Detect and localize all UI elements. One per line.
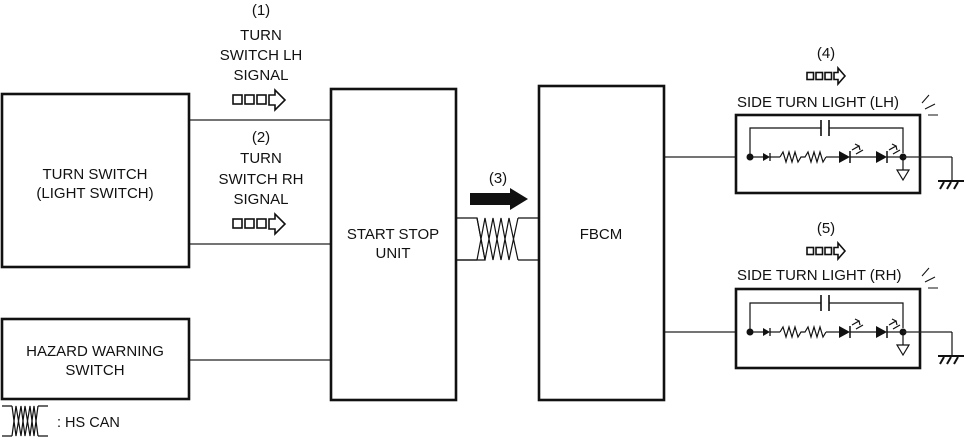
- side-turn-light-rh-label: SIDE TURN LIGHT (RH): [737, 267, 901, 284]
- turn-switch-label-1: TURN SWITCH: [43, 166, 148, 183]
- discrete-signal-arrow-icon: [232, 213, 286, 235]
- signal-2: (2) TURN SWITCH RH SIGNAL: [219, 129, 304, 235]
- hazard-label-2: SWITCH: [65, 362, 124, 379]
- discrete-signal-arrow-icon: [806, 67, 846, 85]
- signal-5-number: (5): [817, 220, 835, 237]
- side-turn-light-lh-label: SIDE TURN LIGHT (LH): [737, 94, 899, 111]
- signal-3: (3): [456, 170, 539, 261]
- discrete-signal-arrow-icon: [232, 89, 286, 111]
- fbcm-block: FBCM: [537, 84, 666, 402]
- start-stop-label-1: START STOP: [347, 226, 439, 243]
- signal-1-line-1: TURN: [240, 27, 282, 44]
- start-stop-label-2: UNIT: [376, 245, 411, 262]
- signal-2-line-2: SWITCH RH: [219, 171, 304, 188]
- legend-text: : HS CAN: [57, 415, 120, 431]
- signal-2-line-1: TURN: [240, 150, 282, 167]
- turn-switch-block: TURN SWITCH (LIGHT SWITCH): [0, 92, 191, 269]
- signal-1-line-2: SWITCH LH: [220, 47, 303, 64]
- signal-3-number: (3): [489, 170, 507, 187]
- signal-1: (1) TURN SWITCH LH SIGNAL: [220, 2, 303, 111]
- side-turn-light-lh: SIDE TURN LIGHT (LH): [734, 94, 965, 195]
- hazard-label-1: HAZARD WARNING: [26, 343, 164, 360]
- start-stop-unit-block: START STOP UNIT: [329, 87, 458, 402]
- signal-4-number: (4): [817, 45, 835, 62]
- signal-1-number: (1): [252, 2, 270, 19]
- can-arrow-icon: [470, 188, 528, 210]
- fbcm-label: FBCM: [580, 226, 623, 243]
- signal-4: (4): [806, 45, 846, 85]
- hazard-warning-switch-block: HAZARD WARNING SWITCH: [0, 317, 191, 401]
- light-emission-icon: [921, 267, 939, 289]
- signal-5: (5): [806, 220, 846, 260]
- signal-1-line-3: SIGNAL: [233, 67, 288, 84]
- discrete-signal-arrow-icon: [806, 242, 846, 260]
- legend: : HS CAN: [2, 405, 120, 437]
- side-turn-light-rh: SIDE TURN LIGHT (RH): [734, 267, 965, 370]
- ground-icon: [937, 156, 965, 190]
- turn-switch-label-2: (LIGHT SWITCH): [36, 185, 153, 202]
- signal-2-line-3: SIGNAL: [233, 191, 288, 208]
- hs-can-twisted-pair: [456, 217, 539, 261]
- light-emission-icon: [921, 94, 939, 116]
- signal-2-number: (2): [252, 129, 270, 146]
- ground-icon: [937, 331, 965, 365]
- twisted-pair-icon: [2, 405, 48, 437]
